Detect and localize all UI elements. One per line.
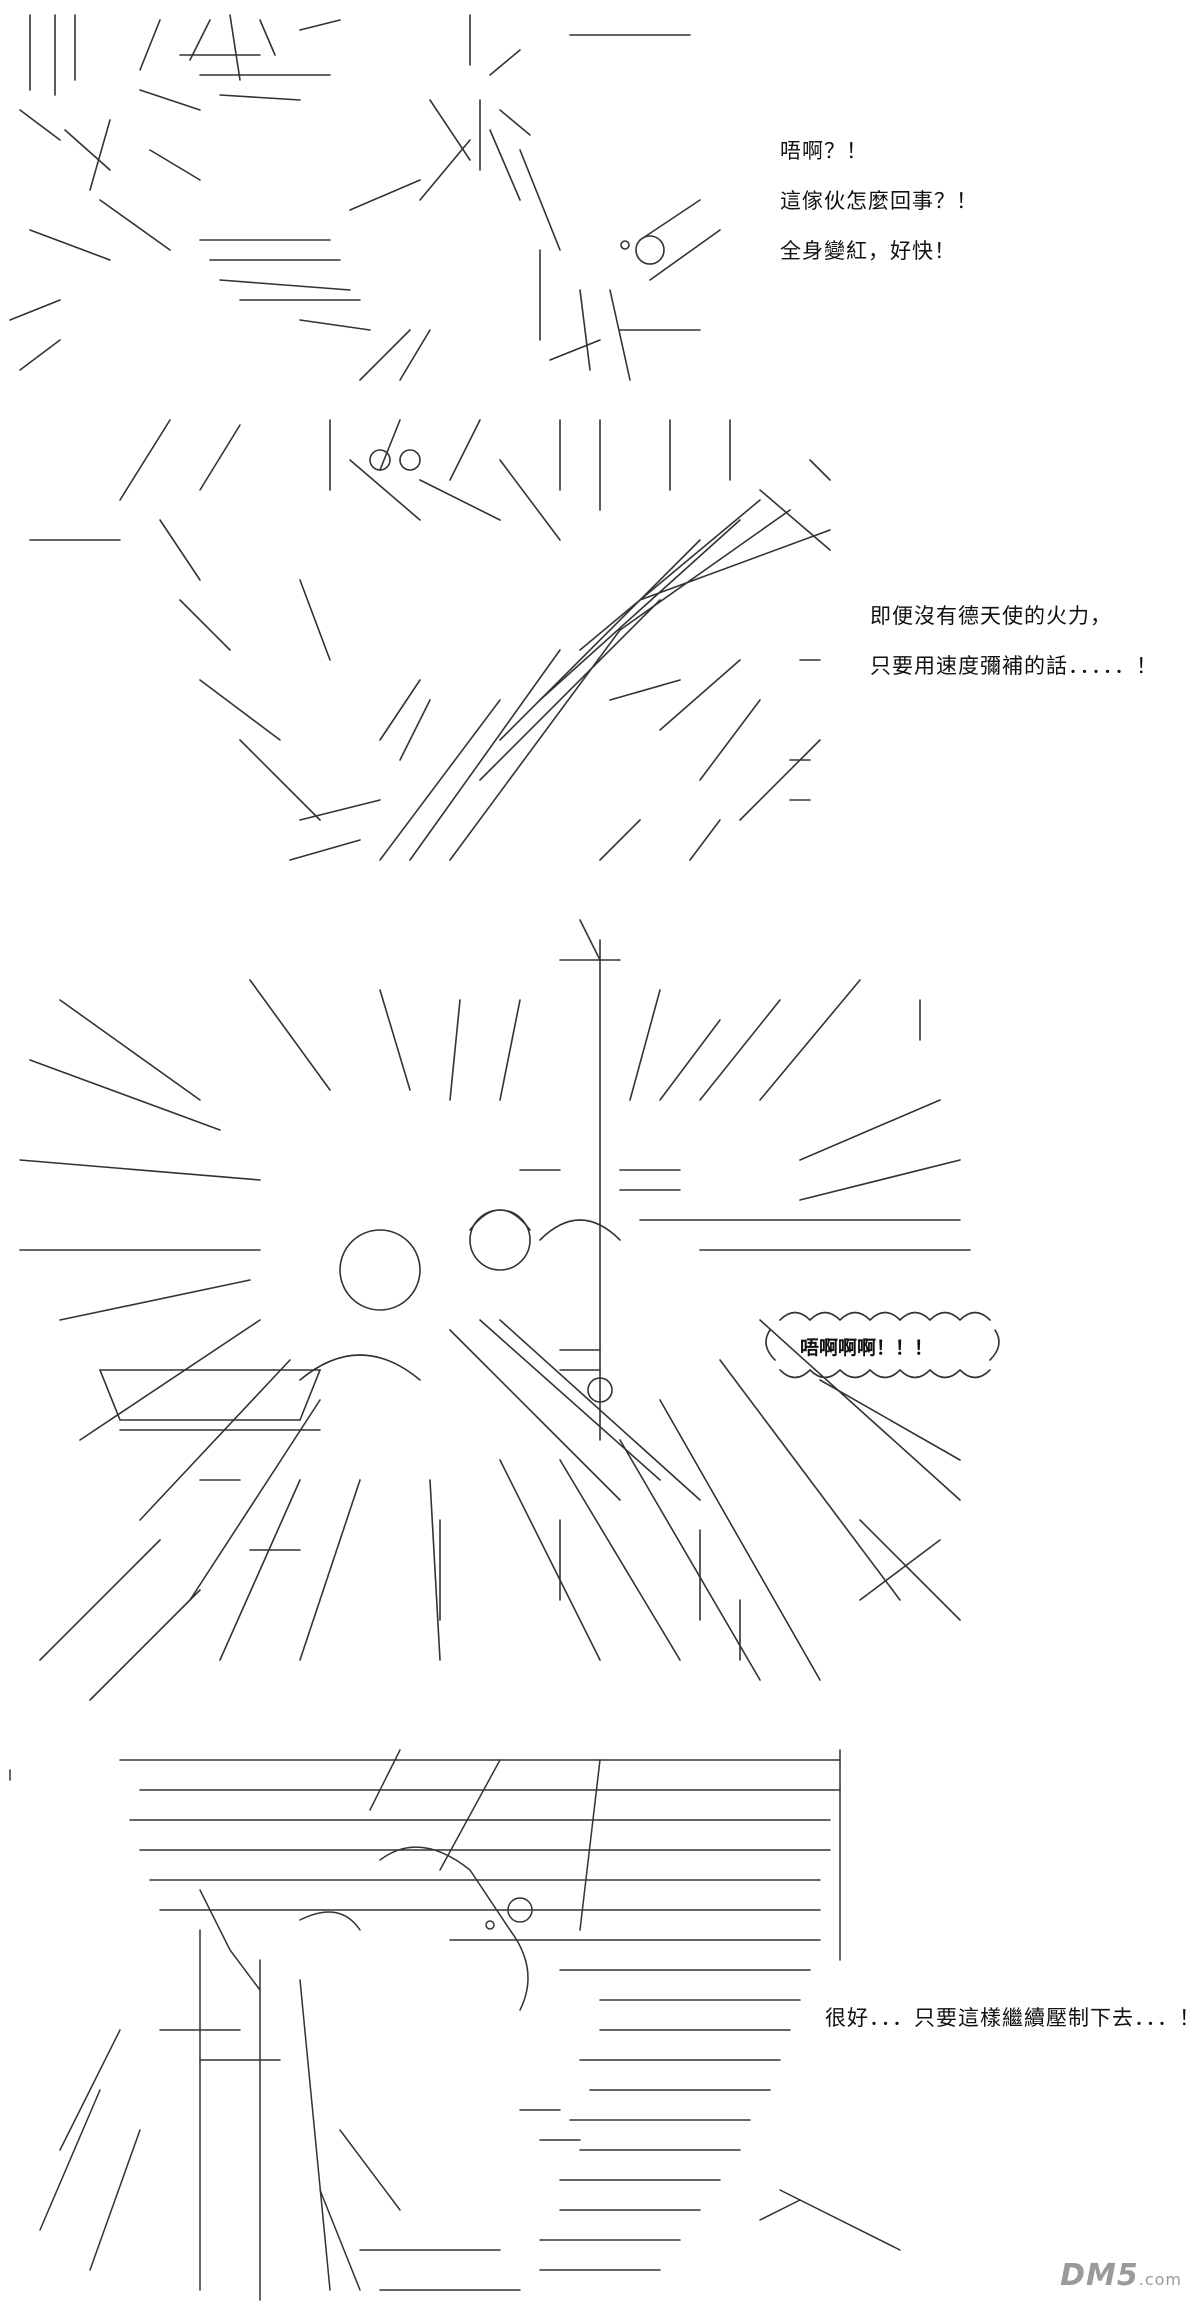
dialogue-line: 唔啊？！	[780, 139, 868, 163]
ascii-art-panel-1	[9, 14, 721, 381]
ascii-art-panel-4	[9, 1749, 901, 2301]
panel-3: 唔啊啊啊！！！	[0, 900, 1200, 1720]
panel-2: 即便沒有德天使的火力， 只要用速度彌補的話．．．．．！	[0, 400, 1200, 880]
watermark-brand: DM5	[1060, 2258, 1139, 2293]
shout-text: 唔啊啊啊！！！	[800, 1337, 934, 1359]
dialogue-line: 即便沒有德天使的火力，	[870, 604, 1112, 628]
panel-4: 很好．．．只要這樣繼續壓制下去．．．！ DM5.com	[0, 1730, 1200, 2307]
watermark-suffix: .com	[1138, 2270, 1182, 2289]
dialogue-line: 很好．．．只要這樣繼續壓制下去．．．！	[825, 2006, 1200, 2030]
watermark-logo: DM5.com	[1060, 2258, 1182, 2293]
panel-1: 唔啊？！ 這傢伙怎麼回事？！ 全身變紅，好快！	[0, 0, 1200, 400]
ascii-art-panel-2	[29, 419, 831, 861]
dialogue-line: 全身變紅，好快！	[780, 239, 956, 263]
dialogue-line: 只要用速度彌補的話．．．．．！	[870, 654, 1158, 678]
ascii-art-panel-3	[19, 919, 1000, 1701]
dialogue-line: 這傢伙怎麼回事？！	[780, 189, 978, 213]
